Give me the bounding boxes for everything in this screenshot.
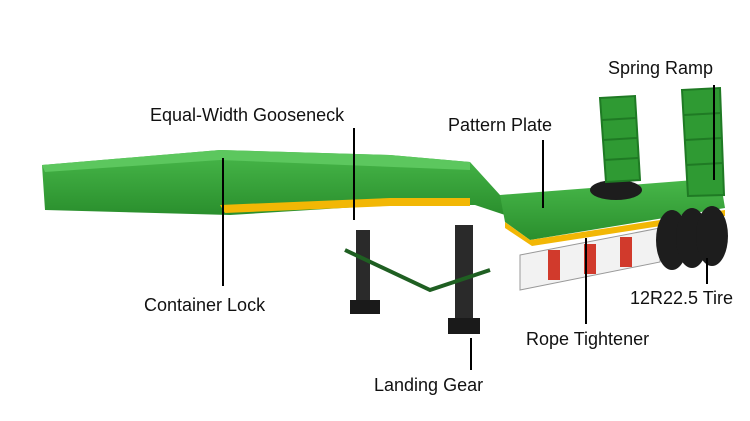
spring-ramps xyxy=(598,86,726,198)
leader-line-landing-gear xyxy=(470,338,472,370)
label-gooseneck: Equal-Width Gooseneck xyxy=(150,105,345,125)
leader-line-gooseneck xyxy=(353,128,355,220)
label-landing-gear: Landing Gear xyxy=(374,375,484,395)
label-pattern-plate: Pattern Plate xyxy=(448,115,553,135)
tire-group xyxy=(590,180,728,270)
leader-line-tire xyxy=(706,258,708,284)
leader-line-container-lock xyxy=(222,158,224,286)
gooseneck-deck xyxy=(42,150,520,215)
leader-line-spring-ramp xyxy=(713,85,715,180)
label-tire: 12R22.5 Tire xyxy=(630,288,734,308)
label-rope-tightener: Rope Tightener xyxy=(526,329,650,349)
landing-gear-legs xyxy=(344,225,491,334)
label-spring-ramp: Spring Ramp xyxy=(608,58,714,78)
leader-line-rope-tightener xyxy=(585,238,587,324)
label-container-lock: Container Lock xyxy=(144,295,266,315)
leader-line-pattern-plate xyxy=(542,140,544,208)
skirt-panel xyxy=(519,227,661,291)
